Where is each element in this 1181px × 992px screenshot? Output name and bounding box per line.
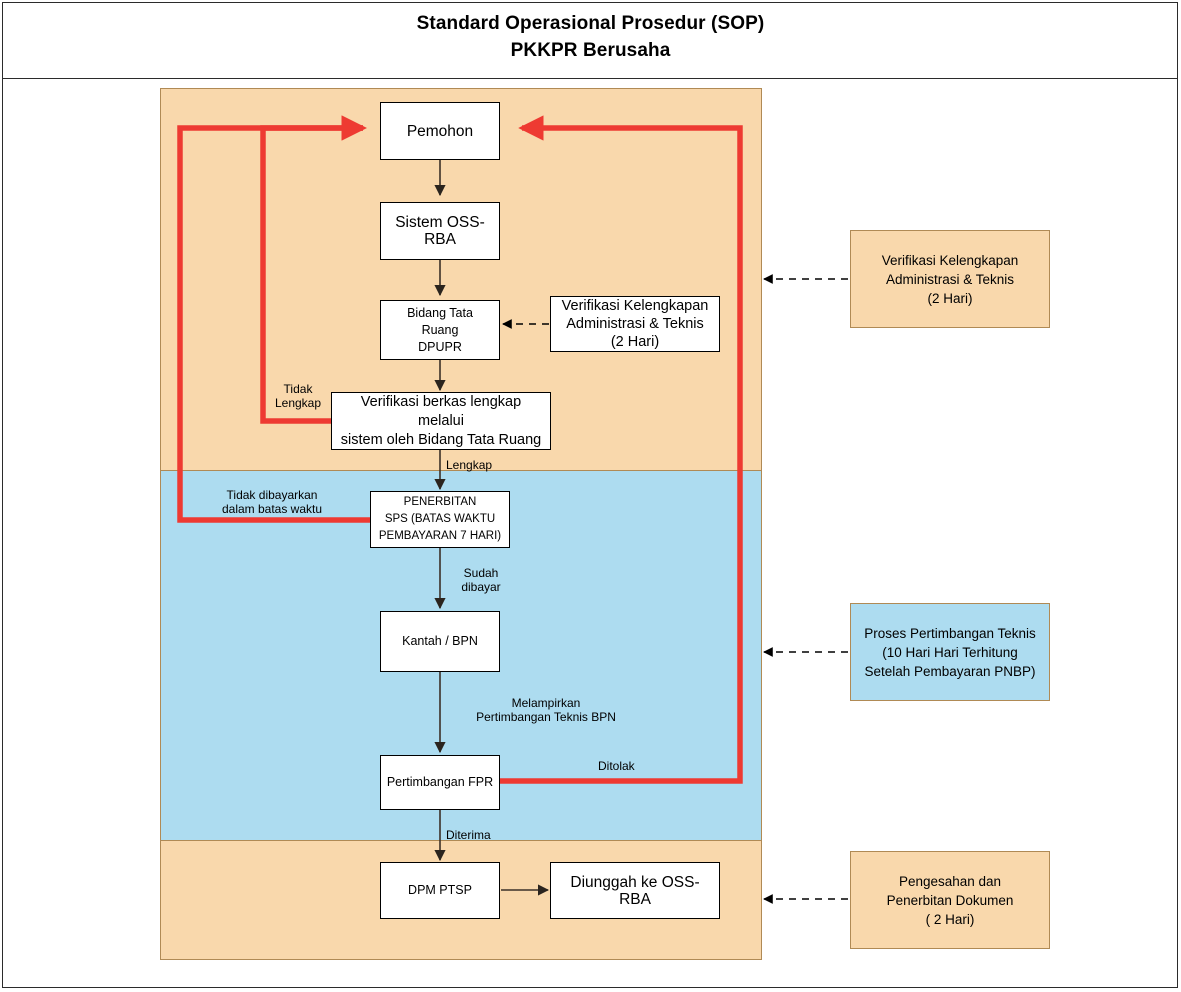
edge-label-tidak-dibayarkan-line-1: Tidak dibayarkan <box>226 488 318 502</box>
node-dpm-ptsp-label: DPM PTSP <box>408 883 472 897</box>
node-bidang-line-2: Ruang <box>421 322 459 337</box>
edge-label-ditolak: Ditolak <box>598 759 635 773</box>
node-verifikasi-berkas-label: Verifikasi berkas lengkap melalui sistem… <box>336 393 546 450</box>
node-verif-berkas-line-1: Verifikasi berkas lengkap melalui <box>360 393 522 429</box>
node-pertimbangan-fpr[interactable]: Pertimbangan FPR <box>380 755 500 810</box>
node-verif-inline-line-2: Administrasi & Teknis <box>566 316 704 332</box>
note-verifikasi-line-1: Verifikasi Kelengkapan <box>881 252 1019 268</box>
edge-label-tidak-lengkap: Tidak Lengkap <box>265 382 331 410</box>
node-penerbitan-sps[interactable]: PENERBITAN SPS (BATAS WAKTU PEMBAYARAN 7… <box>370 491 510 548</box>
node-diunggah-ke-oss-rba[interactable]: Diunggah ke OSS-RBA <box>550 862 720 919</box>
note-pertimbangan-label: Proses Pertimbangan Teknis (10 Hari Hari… <box>851 624 1049 681</box>
node-sistem-oss-rba-line-2: RBA <box>424 231 456 248</box>
edge-label-tidak-dibayarkan: Tidak dibayarkan dalam batas waktu <box>186 488 358 516</box>
note-pertimbangan-line-2: (10 Hari Hari Terhitung <box>882 644 1018 660</box>
node-diunggah-label: Diunggah ke OSS-RBA <box>570 873 700 908</box>
node-sistem-oss-rba-label: Sistem OSS- RBA <box>385 214 495 248</box>
page-title-line-2: PKKPR Berusaha <box>510 40 671 61</box>
page-title-line-1: Standard Operasional Prosedur (SOP) <box>416 13 765 34</box>
note-pengesahan-line-2: Penerbitan Dokumen <box>886 892 1014 908</box>
edge-label-melampirkan-line-1: Melampirkan <box>511 696 581 710</box>
edge-label-melampirkan: Melampirkan Pertimbangan Teknis BPN <box>448 696 644 724</box>
note-pertimbangan-line-1: Proses Pertimbangan Teknis <box>864 625 1036 641</box>
node-verifikasi-kelengkapan-inline[interactable]: Verifikasi Kelengkapan Administrasi & Te… <box>550 296 720 352</box>
node-sps-line-3: PEMBAYARAN 7 HARI) <box>378 530 502 542</box>
edge-label-tidak-dibayarkan-line-2: dalam batas waktu <box>221 502 323 516</box>
page-title: Standard Operasional Prosedur (SOP) PKKP… <box>0 10 1181 64</box>
node-verif-inline-line-1: Verifikasi Kelengkapan <box>561 298 709 314</box>
edge-label-diterima-text: Diterima <box>446 828 491 842</box>
edge-label-sudah-dibayar-line-1: Sudah <box>463 566 499 580</box>
edge-label-tidak-lengkap-line-1: Tidak <box>283 382 313 396</box>
node-kantah-bpn-label: Kantah / BPN <box>402 634 478 648</box>
note-verifikasi-line-3: (2 Hari) <box>927 290 973 306</box>
edge-label-lengkap: Lengkap <box>446 458 492 472</box>
node-verif-inline-line-3: (2 Hari) <box>610 334 660 350</box>
node-sps-line-1: PENERBITAN <box>403 496 477 508</box>
node-dpm-ptsp[interactable]: DPM PTSP <box>380 862 500 919</box>
note-verifikasi-line-2: Administrasi & Teknis <box>885 271 1015 287</box>
edge-label-lengkap-text: Lengkap <box>446 458 493 472</box>
edge-label-ditolak-text: Ditolak <box>598 759 635 773</box>
node-sps-line-2: SPS (BATAS WAKTU <box>384 513 496 525</box>
edge-label-sudah-dibayar: Sudah dibayar <box>449 566 513 594</box>
node-kantah-bpn[interactable]: Kantah / BPN <box>380 611 500 672</box>
note-pengesahan-line-1: Pengesahan dan <box>898 873 1002 889</box>
note-proses-pertimbangan-teknis[interactable]: Proses Pertimbangan Teknis (10 Hari Hari… <box>850 603 1050 701</box>
edge-label-diterima: Diterima <box>446 828 491 842</box>
note-verifikasi-kelengkapan[interactable]: Verifikasi Kelengkapan Administrasi & Te… <box>850 230 1050 328</box>
node-verifikasi-berkas[interactable]: Verifikasi berkas lengkap melalui sistem… <box>331 392 551 450</box>
note-pengesahan-penerbitan[interactable]: Pengesahan dan Penerbitan Dokumen ( 2 Ha… <box>850 851 1050 949</box>
edge-label-sudah-dibayar-line-2: dibayar <box>461 580 501 594</box>
node-verifikasi-inline-label: Verifikasi Kelengkapan Administrasi & Te… <box>555 297 715 351</box>
node-bidang-tata-ruang-dpupr[interactable]: Bidang Tata Ruang DPUPR <box>380 300 500 360</box>
node-bidang-line-1: Bidang Tata <box>407 305 473 320</box>
note-pertimbangan-line-3: Setelah Pembayaran PNBP) <box>864 663 1036 679</box>
note-pengesahan-line-3: ( 2 Hari) <box>925 911 975 927</box>
node-bidang-line-3: DPUPR <box>418 339 462 354</box>
node-sistem-oss-rba[interactable]: Sistem OSS- RBA <box>380 202 500 260</box>
node-penerbitan-sps-label: PENERBITAN SPS (BATAS WAKTU PEMBAYARAN 7… <box>375 494 505 545</box>
edge-label-tidak-lengkap-line-2: Lengkap <box>274 396 322 410</box>
node-pemohon-label: Pemohon <box>406 122 474 140</box>
node-pemohon[interactable]: Pemohon <box>380 102 500 160</box>
title-divider <box>3 78 1178 79</box>
edge-label-melampirkan-line-2: Pertimbangan Teknis BPN <box>476 710 616 724</box>
note-pengesahan-label: Pengesahan dan Penerbitan Dokumen ( 2 Ha… <box>851 872 1049 929</box>
node-verif-berkas-line-2: sistem oleh Bidang Tata Ruang <box>340 431 542 448</box>
node-pertimbangan-fpr-label: Pertimbangan FPR <box>386 775 494 789</box>
note-verifikasi-label: Verifikasi Kelengkapan Administrasi & Te… <box>851 251 1049 308</box>
node-bidang-tata-ruang-label: Bidang Tata Ruang DPUPR <box>385 305 495 356</box>
node-sistem-oss-rba-line-1: Sistem OSS- <box>395 214 485 231</box>
